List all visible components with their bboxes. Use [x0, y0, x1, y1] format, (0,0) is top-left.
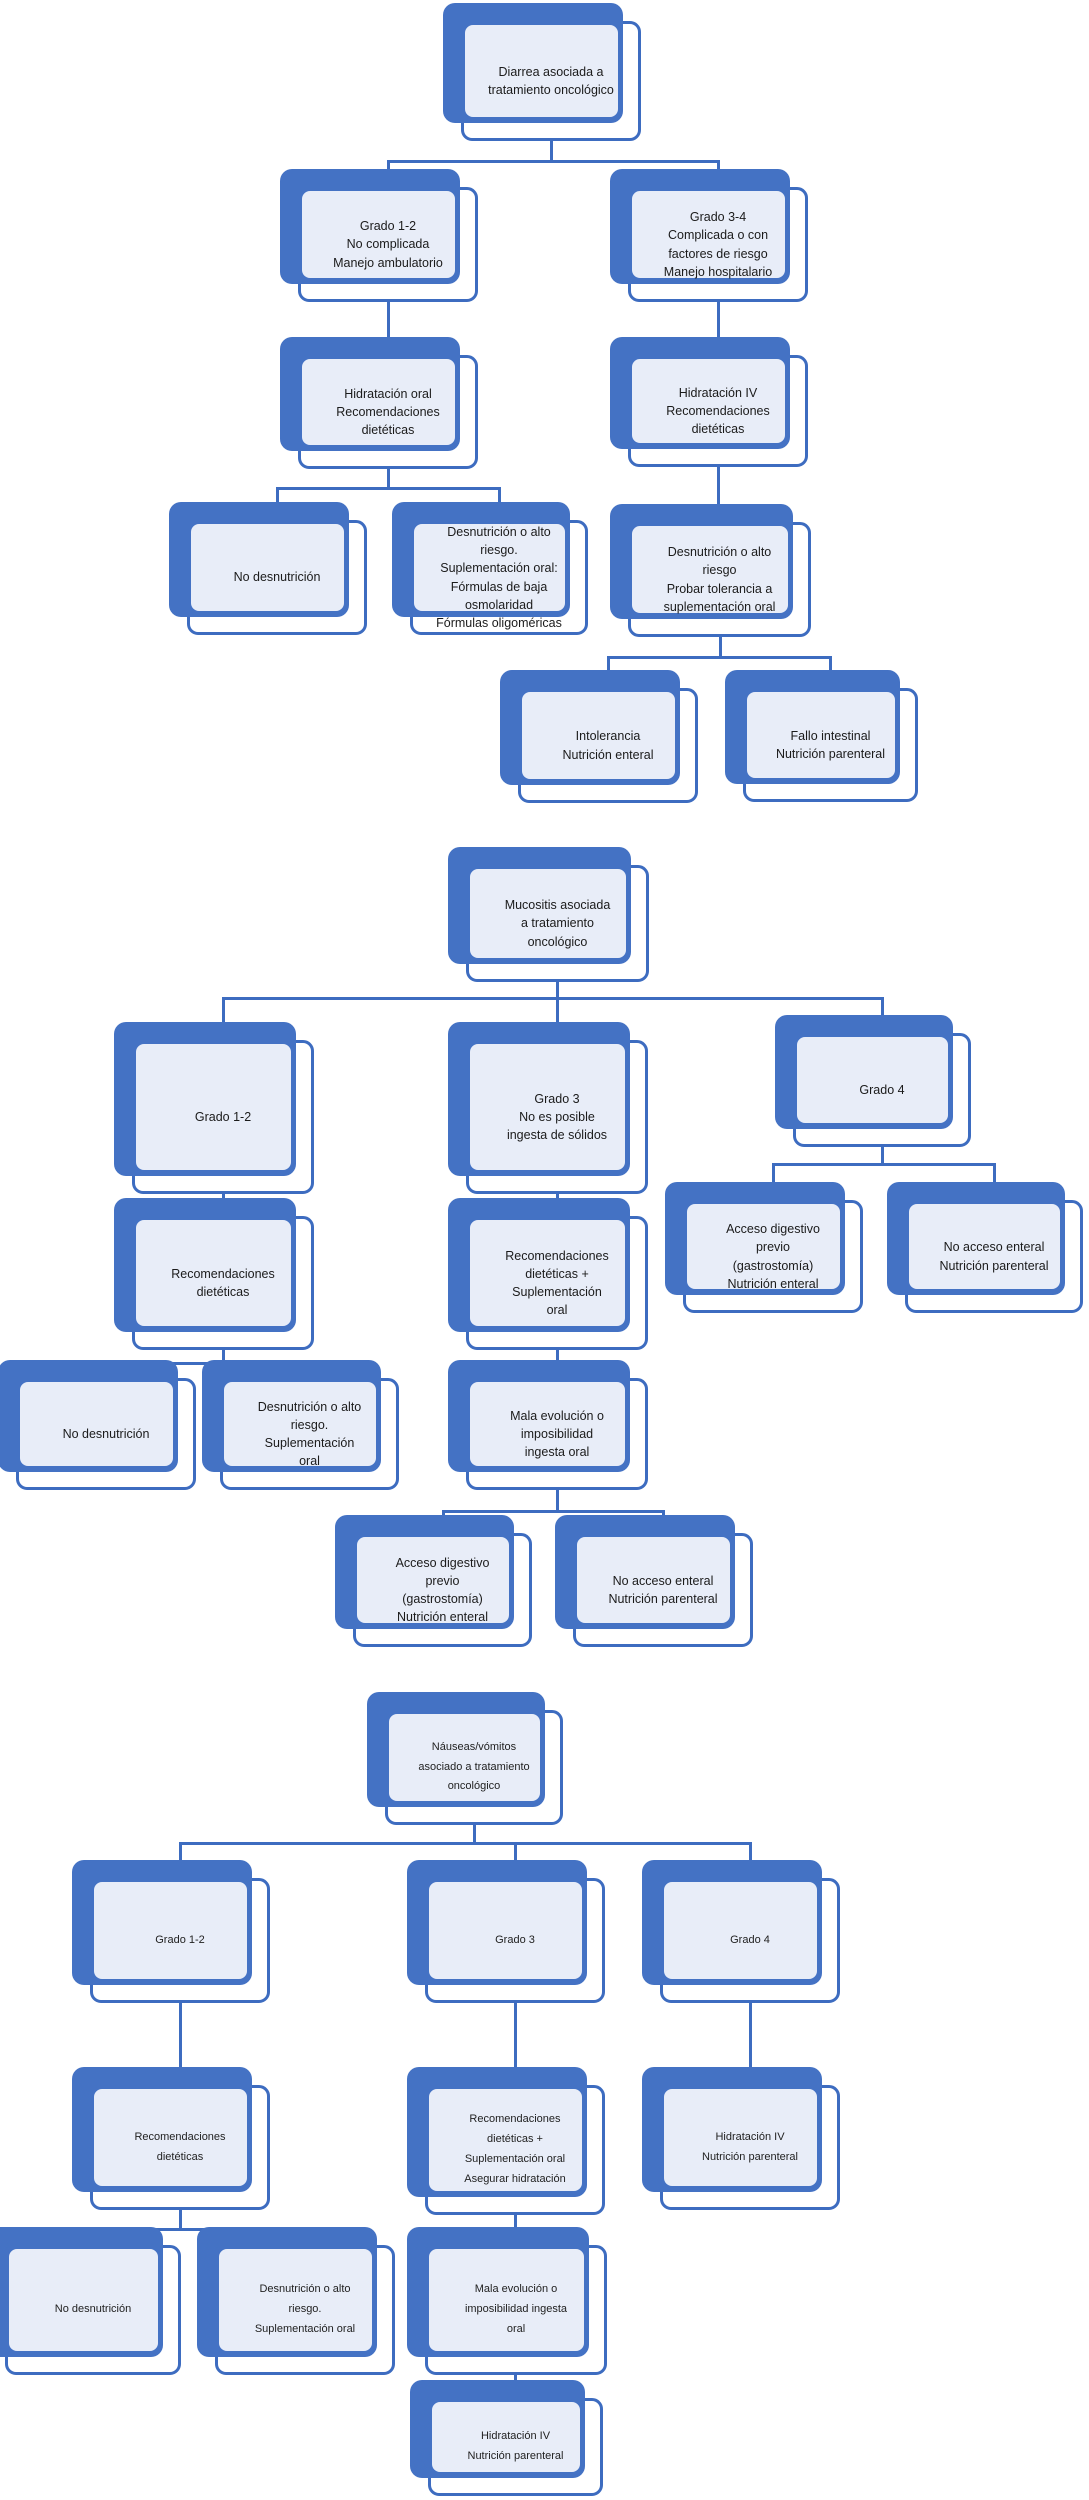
connector-line: [771, 1163, 996, 1166]
node-label: Fallo intestinal Nutrición parenteral: [775, 728, 886, 761]
node-label: Grado 1-2 No complicada Manejo ambulator…: [333, 219, 443, 270]
connector-line: [880, 1141, 884, 1166]
connector-line: [606, 656, 832, 659]
node-label: Náuseas/vómitos asociado a tratamiento o…: [418, 1740, 530, 1793]
connector-line: [555, 1484, 559, 1513]
node-nauseas-root: Náuseas/vómitos asociado a tratamiento o…: [367, 1692, 563, 1825]
node-label: No acceso enteral Nutrición parenteral: [608, 1573, 718, 1606]
node-label: Desnutrición o alto riesgo. Suplementaci…: [254, 2283, 356, 2335]
node-nauseas-grado-4: Grado 4: [642, 1860, 840, 2003]
node-label: Mala evolución o imposibilidad ingesta o…: [464, 2283, 568, 2335]
node-diarrea-desnutricion-tolerancia: Desnutrición o alto riesgo Probar tolera…: [610, 504, 811, 637]
node-label: Mala evolución o imposibilidad ingesta o…: [510, 1408, 604, 1460]
node-diarrea-root: Diarrea asociada a tratamiento oncológic…: [443, 3, 641, 141]
connector-line: [555, 976, 559, 1000]
node-label: Grado 4: [859, 1082, 905, 1097]
connector-line: [221, 997, 884, 1000]
node-mucositis-grado-1-2: Grado 1-2: [114, 1022, 314, 1194]
node-mucositis-no-acceso-2: No acceso enteral Nutrición parenteral: [555, 1515, 753, 1647]
connector-line: [748, 1997, 752, 2095]
connector-line: [386, 160, 720, 163]
node-label: Grado 3-4 Complicada o con factores de r…: [663, 210, 773, 279]
connector-line: [472, 1819, 476, 1845]
node-diarrea-fallo-intestinal: Fallo intestinal Nutrición parenteral: [725, 670, 918, 802]
node-label: Intolerancia Nutrición enteral: [562, 729, 654, 762]
node-mucositis-grado-4: Grado 4: [775, 1015, 971, 1147]
connector-line: [221, 1344, 225, 1365]
node-diarrea-desnutricion-suplementacion: Desnutrición o alto riesgo. Suplementaci…: [392, 502, 588, 635]
node-diarrea-grado-3-4: Grado 3-4 Complicada o con factores de r…: [610, 169, 808, 302]
node-diarrea-hidratacion-iv: Hidratación IV Recomendaciones dietética…: [610, 337, 808, 467]
node-diarrea-intolerancia: Intolerancia Nutrición enteral: [500, 670, 698, 803]
connector-line: [386, 296, 390, 365]
connector-line: [178, 2204, 182, 2231]
node-label: Acceso digestivo previo (gastrostomía) N…: [726, 1222, 820, 1291]
node-label: No acceso enteral Nutrición parenteral: [939, 1240, 1049, 1273]
node-nauseas-grado-3: Grado 3: [407, 1860, 605, 2003]
node-label: Recomendaciones dietéticas: [171, 1266, 275, 1299]
node-label: Grado 1-2: [194, 1109, 252, 1124]
node-nauseas-hidratacion-iv: Hidratación IV Nutrición parenteral: [642, 2067, 840, 2210]
node-diarrea-grado-1-2: Grado 1-2 No complicada Manejo ambulator…: [280, 169, 478, 302]
connector-line: [386, 463, 390, 490]
node-label: Diarrea asociada a tratamiento oncológic…: [488, 64, 614, 97]
node-label: Grado 3 No es posible ingesta de sólidos: [506, 1091, 608, 1143]
node-nauseas-desnutricion: Desnutrición o alto riesgo. Suplementaci…: [197, 2227, 395, 2375]
node-label: Acceso digestivo previo (gastrostomía) N…: [395, 1555, 490, 1625]
node-mucositis-no-desnutricion: No desnutrición: [0, 1360, 196, 1490]
node-label: Hidratación IV Recomendaciones dietética…: [666, 385, 770, 437]
node-label: Mucositis asociada a tratamiento oncológ…: [504, 898, 611, 949]
node-mucositis-recomendaciones: Recomendaciones dietéticas: [114, 1198, 314, 1350]
node-nauseas-mala-evolucion: Mala evolución o imposibilidad ingesta o…: [407, 2227, 607, 2375]
connector-line: [178, 1842, 752, 1845]
connector-line: [513, 1997, 517, 2095]
connector-line: [718, 631, 722, 659]
node-label: Recomendaciones dietéticas: [134, 2130, 226, 2163]
node-label: No desnutrición: [54, 2303, 132, 2316]
connector-line: [716, 461, 720, 532]
node-label: Desnutrición o alto riesgo. Suplementaci…: [257, 1399, 362, 1469]
connector-line: [716, 296, 720, 365]
connector-line: [275, 487, 501, 490]
node-label: Hidratación oral Recomendaciones dietéti…: [336, 386, 440, 438]
node-label: Recomendaciones dietéticas + Suplementac…: [505, 1248, 609, 1318]
node-label: Recomendaciones dietéticas + Suplementac…: [464, 2113, 566, 2185]
connector-line: [441, 1510, 665, 1513]
node-diarrea-hidratacion-oral: Hidratación oral Recomendaciones dietéti…: [280, 337, 478, 469]
node-label: Hidratación IV Nutrición parenteral: [702, 2130, 798, 2163]
node-mucositis-no-acceso: No acceso enteral Nutrición parenteral: [887, 1182, 1083, 1313]
node-label: Desnutrición o alto riesgo. Suplementaci…: [436, 525, 562, 630]
node-diarrea-no-desnutricion: No desnutrición: [169, 502, 367, 635]
node-label: No desnutrición: [62, 1426, 150, 1441]
node-mucositis-grado-3: Grado 3 No es posible ingesta de sólidos: [448, 1022, 648, 1194]
node-mucositis-recomendaciones-suplementacion: Recomendaciones dietéticas + Suplementac…: [448, 1198, 648, 1350]
node-nauseas-grado-1-2: Grado 1-2: [72, 1860, 270, 2003]
node-label: Desnutrición o alto riesgo Probar tolera…: [663, 545, 776, 614]
connector-line: [91, 2228, 307, 2231]
node-label: Grado 3: [495, 1933, 535, 1946]
node-nauseas-recomendaciones: Recomendaciones dietéticas: [72, 2067, 270, 2210]
node-nauseas-recomendaciones-suplementacion: Recomendaciones dietéticas + Suplementac…: [407, 2067, 605, 2215]
node-nauseas-no-desnutricion: No desnutrición: [0, 2227, 181, 2375]
node-mucositis-acceso-digestivo: Acceso digestivo previo (gastrostomía) N…: [665, 1182, 863, 1313]
node-label: No desnutrición: [233, 570, 321, 585]
connector-line: [549, 138, 553, 163]
node-label: Hidratación IV Nutrición parenteral: [467, 2430, 564, 2462]
node-label: Grado 1-2: [155, 1933, 205, 1946]
node-mucositis-mala-evolucion: Mala evolución o imposibilidad ingesta o…: [448, 1360, 648, 1490]
node-mucositis-desnutricion: Desnutrición o alto riesgo. Suplementaci…: [202, 1360, 399, 1490]
connector-line: [178, 1997, 182, 2095]
node-mucositis-root: Mucositis asociada a tratamiento oncológ…: [448, 847, 649, 982]
node-mucositis-acceso-digestivo-2: Acceso digestivo previo (gastrostomía) N…: [335, 1515, 532, 1647]
node-label: Grado 4: [730, 1933, 770, 1946]
node-nauseas-hidratacion-iv-2: Hidratación IV Nutrición parenteral: [410, 2380, 603, 2496]
